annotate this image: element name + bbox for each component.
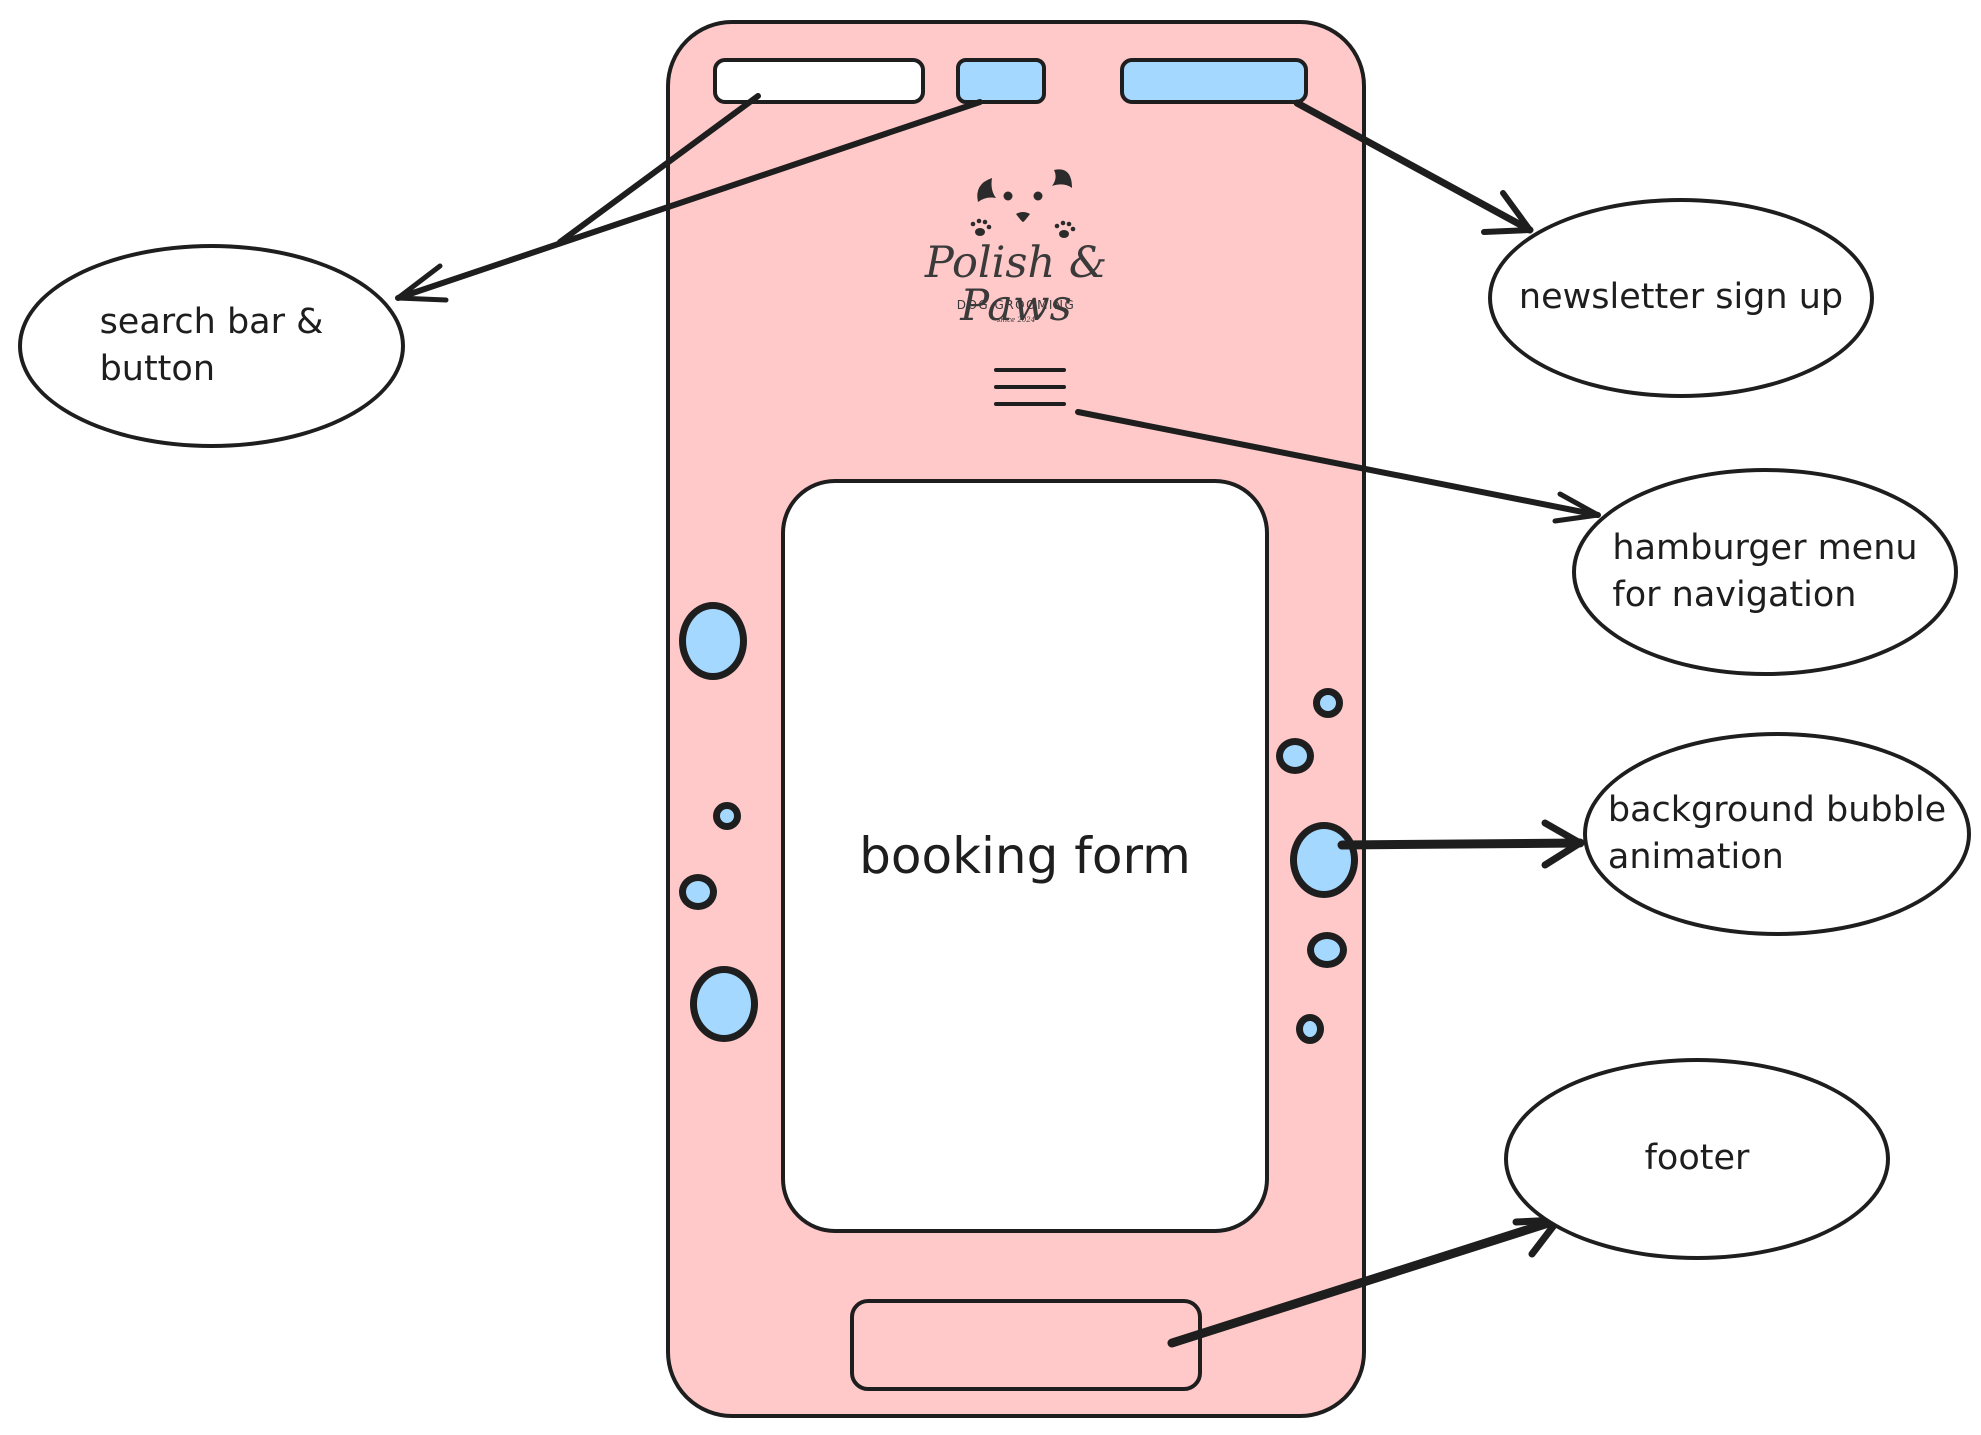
newsletter-signup-button[interactable] [1120, 58, 1308, 104]
search-input[interactable] [713, 58, 925, 104]
bubble-left-3 [679, 874, 717, 910]
annotation-newsletter: newsletter sign up [1488, 198, 1874, 398]
bubble-left-1 [679, 602, 747, 680]
search-arrowhead [395, 263, 449, 303]
annotation-footer: footer [1504, 1058, 1890, 1260]
booking-form[interactable]: booking form [781, 479, 1269, 1233]
bubble-arrowhead [1541, 819, 1584, 869]
booking-form-label: booking form [859, 827, 1191, 885]
hamburger-menu-icon[interactable] [994, 366, 1066, 410]
annotation-search: search bar &button [18, 244, 405, 448]
brand-subtitle: DOG GROOMING [956, 298, 1076, 312]
bubble-left-2 [713, 802, 741, 830]
bubble-right-1 [1313, 688, 1343, 718]
bubble-right-4 [1307, 932, 1347, 968]
footer [850, 1299, 1202, 1391]
annotation-newsletter-text: newsletter sign up [1518, 277, 1844, 318]
bubble-right-2 [1276, 738, 1314, 774]
annotation-search-text: search bar &button [99, 301, 324, 389]
hamburger-arrowhead [1552, 491, 1601, 524]
bubble-left-4 [690, 966, 758, 1042]
search-button[interactable] [956, 58, 1046, 104]
bubble-arrow-line [1337, 838, 1585, 850]
bubble-right-5 [1296, 1014, 1324, 1044]
brand-logo: Polish & Paws DOG GROOMING since 2024 [866, 158, 1166, 330]
annotation-footer-text: footer [1644, 1138, 1750, 1179]
brand-since: since 2024 [996, 316, 1036, 324]
newsletter-arrowhead [1481, 190, 1533, 235]
bubble-right-3 [1290, 822, 1358, 898]
